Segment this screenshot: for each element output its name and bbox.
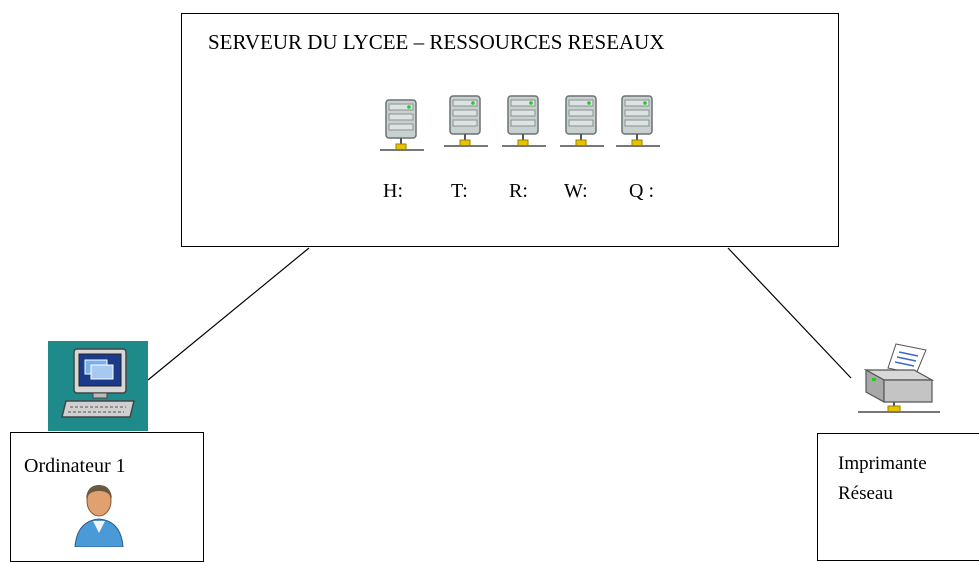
drive-label-q: Q :: [629, 180, 654, 202]
server-icon[interactable]: [444, 94, 488, 154]
drive-label-h: H:: [383, 180, 403, 202]
server-icon[interactable]: [502, 94, 546, 154]
printer-label-line1: Imprimante: [838, 453, 927, 474]
printer-label-line2: Réseau: [838, 483, 893, 504]
computer-box: Ordinateur 1: [10, 432, 204, 562]
printer-box: Imprimante Réseau: [817, 433, 979, 561]
server-icon[interactable]: [380, 98, 424, 158]
computer-label: Ordinateur 1: [24, 455, 126, 477]
connection-lines: [147, 247, 852, 381]
computer-server-link: [147, 247, 310, 381]
server-icon[interactable]: [616, 94, 660, 154]
printer-server-link: [727, 247, 852, 379]
drive-label-t: T:: [451, 180, 468, 202]
user-icon: [71, 477, 127, 547]
server-icon[interactable]: [560, 94, 604, 154]
network-printer-icon[interactable]: [852, 340, 942, 420]
drive-label-w: W:: [564, 180, 588, 202]
drive-label-r: R:: [509, 180, 528, 202]
server-box: SERVEUR DU LYCEE – RESSOURCES RESEAUX: [181, 13, 839, 247]
computer-icon[interactable]: [48, 341, 148, 431]
server-title: SERVEUR DU LYCEE – RESSOURCES RESEAUX: [208, 30, 665, 54]
